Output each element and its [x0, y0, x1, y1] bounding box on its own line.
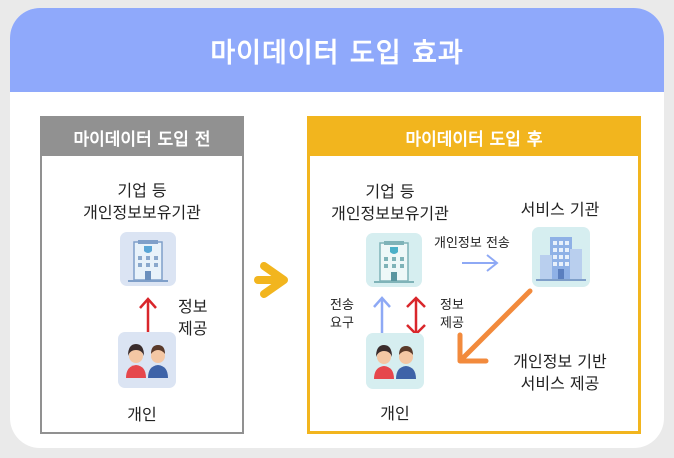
- people-icon: [374, 345, 416, 379]
- before-org-label-1: 기업 등: [117, 181, 167, 200]
- after-building-tile: [366, 233, 422, 287]
- after-provide-label-2: 제공: [440, 316, 464, 331]
- after-transfer-label: 개인정보 전송: [434, 236, 510, 251]
- city-buildings-icon: [536, 237, 586, 281]
- after-person-label: 개인: [380, 404, 410, 423]
- before-panel: 마이데이터 도입 전 기업 등 개인정보보유기관 정보 제공: [40, 116, 244, 434]
- page-title: 마이데이터 도입 효과: [210, 37, 464, 69]
- before-flow-label-2: 제공: [178, 319, 208, 338]
- after-service-label-2: 서비스 제공: [520, 374, 600, 393]
- after-provide-label-1: 정보: [440, 298, 464, 313]
- transition-arrow-icon: [254, 262, 288, 298]
- before-header: 마이데이터 도입 전: [42, 118, 242, 156]
- after-org-label-1: 기업 등: [365, 182, 415, 201]
- after-org-label-2: 개인정보보유기관: [331, 204, 449, 223]
- before-red-arrow: [139, 297, 157, 334]
- after-service-org-label: 서비스 기관: [520, 200, 600, 219]
- after-request-label-1: 전송: [330, 298, 354, 313]
- after-request-arrow: [373, 296, 391, 333]
- after-service-arrow: [457, 288, 533, 364]
- before-flow-label-1: 정보: [178, 297, 208, 316]
- after-panel: 마이데이터 도입 후 기업 등 개인정보보유기관 서비스 기관 개인정보 전송: [307, 116, 641, 434]
- title-banner: 마이데이터 도입 효과: [10, 8, 664, 92]
- after-service-label-1: 개인정보 기반: [513, 352, 607, 371]
- people-icon: [126, 344, 168, 378]
- after-request-label-2: 요구: [330, 316, 354, 331]
- after-header: 마이데이터 도입 후: [310, 119, 638, 156]
- before-person-label: 개인: [127, 405, 157, 424]
- building-icon: [374, 241, 414, 283]
- after-people-tile: [366, 333, 424, 389]
- before-people-tile: [118, 332, 176, 388]
- after-provide-arrow: [406, 296, 426, 336]
- after-service-tile: [532, 227, 590, 287]
- after-transfer-arrow: [462, 254, 499, 272]
- before-org-label-2: 개인정보보유기관: [83, 203, 201, 222]
- building-icon: [128, 240, 168, 282]
- before-building-tile: [120, 232, 176, 286]
- infographic-card: 마이데이터 도입 효과 마이데이터 도입 전 기업 등 개인정보보유기관: [10, 8, 664, 448]
